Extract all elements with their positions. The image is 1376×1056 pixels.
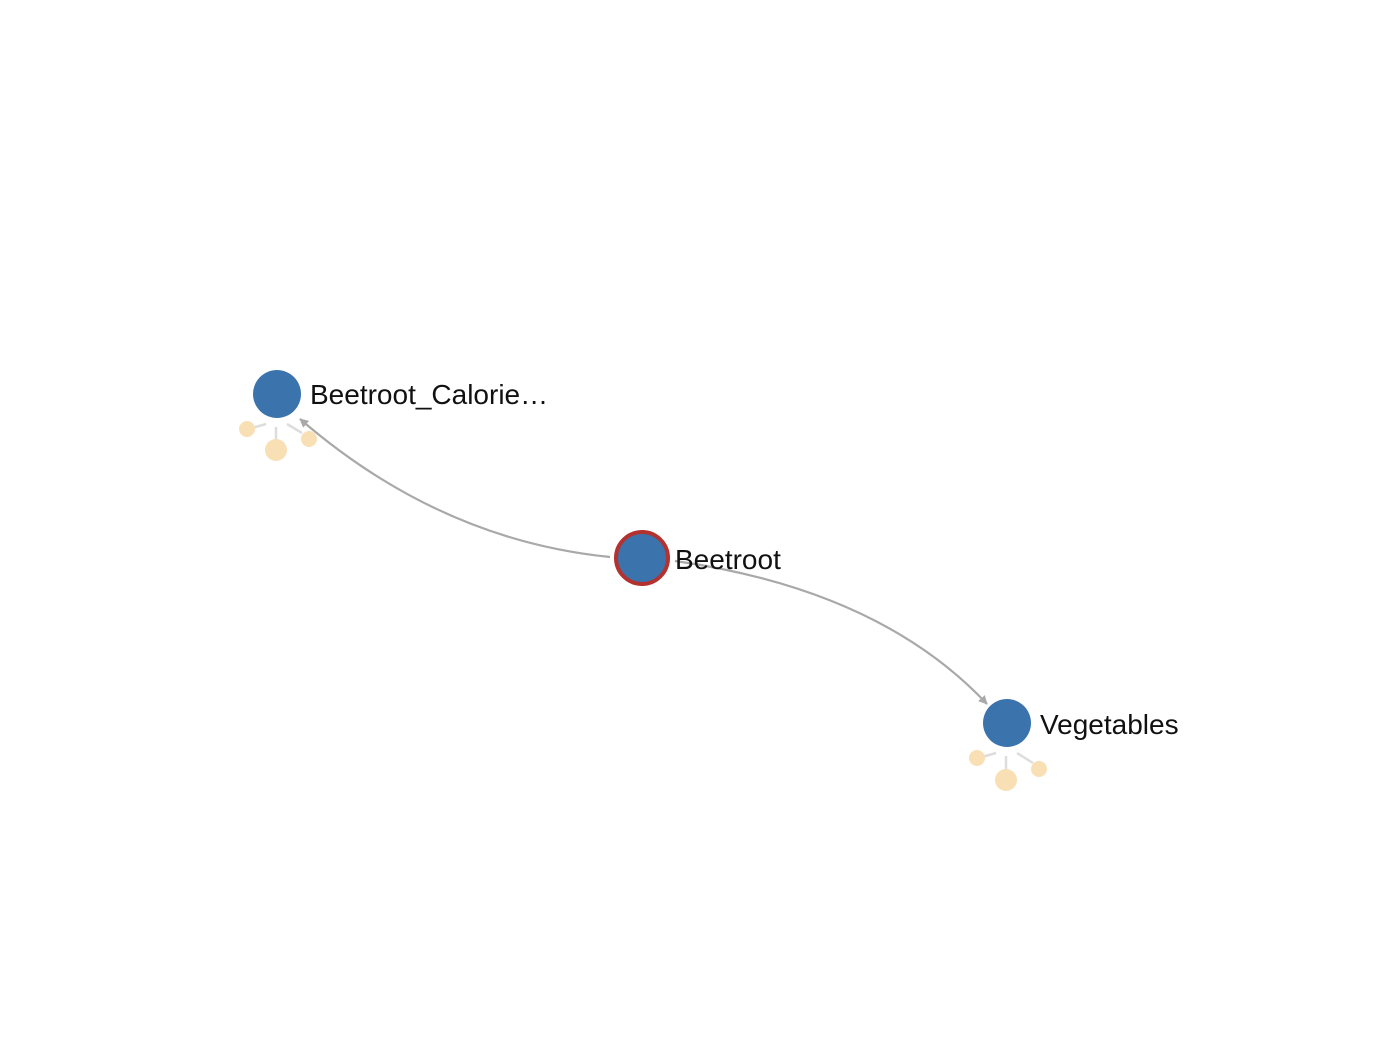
node-circle[interactable] bbox=[983, 699, 1031, 747]
edges-layer bbox=[299, 418, 988, 705]
expand-dot[interactable] bbox=[239, 421, 255, 437]
expand-handles-vegetables[interactable] bbox=[969, 750, 1047, 791]
edge-beetroot-to-beetroot-calories[interactable] bbox=[299, 418, 611, 559]
graph-node-beetroot-calories[interactable]: Beetroot_Calorie… bbox=[253, 370, 548, 418]
expand-dot[interactable] bbox=[1031, 761, 1047, 777]
edge-beetroot-to-vegetables[interactable] bbox=[674, 559, 988, 705]
node-label: Vegetables bbox=[1040, 709, 1179, 740]
expand-dot[interactable] bbox=[969, 750, 985, 766]
expand-link bbox=[1016, 751, 1034, 765]
graph-node-beetroot[interactable]: Beetroot bbox=[614, 530, 781, 586]
node-label: Beetroot_Calorie… bbox=[310, 379, 548, 410]
expand-dot[interactable] bbox=[301, 431, 317, 447]
expand-link bbox=[286, 422, 303, 435]
node-circle-focused[interactable] bbox=[614, 530, 670, 586]
node-circle[interactable] bbox=[253, 370, 301, 418]
graph-node-vegetables[interactable]: Vegetables bbox=[983, 699, 1179, 747]
expand-handles-beetroot-calories[interactable] bbox=[239, 421, 317, 461]
expand-dot[interactable] bbox=[995, 769, 1017, 791]
expand-dot[interactable] bbox=[265, 439, 287, 461]
node-label: Beetroot bbox=[675, 544, 781, 575]
